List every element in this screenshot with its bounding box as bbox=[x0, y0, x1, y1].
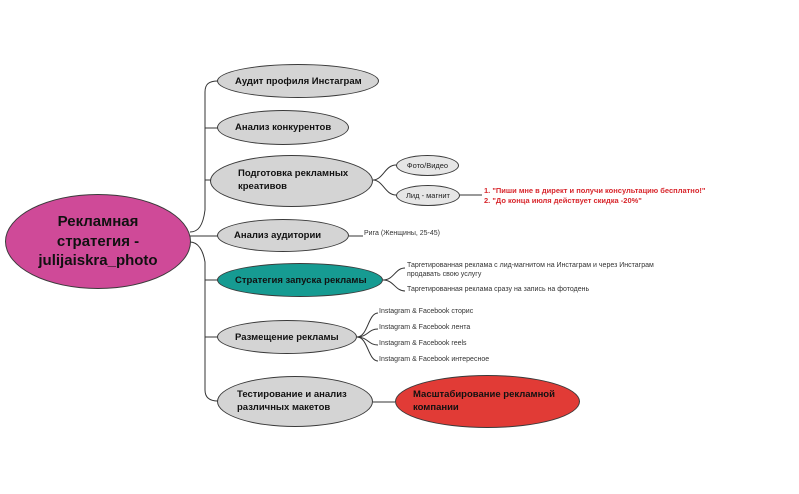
branch-creatives-line-1: Подготовка рекламных bbox=[238, 168, 349, 180]
strategy-leaf-1-line-1: Таргетированная реклама с лид-магнитом н… bbox=[407, 262, 654, 269]
branch-testing-line-2: различных макетов bbox=[237, 401, 331, 413]
branch-strategy[interactable]: Стратегия запуска рекламы bbox=[217, 263, 383, 297]
branch-testing[interactable]: Тестирование и анализ различных макетов bbox=[217, 376, 373, 427]
strategy-leaf-1-line-2: продавать свою услугу bbox=[407, 270, 482, 278]
strategy-leaf-1: Таргетированная реклама с лид-магнитом н… bbox=[407, 262, 654, 280]
branch-creatives[interactable]: Подготовка рекламных креативов bbox=[210, 155, 373, 207]
node-lead-magnet-label: Лид - магнит bbox=[406, 191, 450, 200]
branch-audience[interactable]: Анализ аудитории bbox=[217, 219, 349, 252]
branch-audience-label: Анализ аудитории bbox=[234, 230, 322, 241]
branch-audit-label: Аудит профиля Инстаграм bbox=[235, 75, 362, 87]
node-lead-magnet[interactable]: Лид - магнит bbox=[396, 185, 460, 206]
branch-competitors[interactable]: Анализ конкурентов bbox=[217, 110, 349, 145]
branch-strategy-label: Стратегия запуска рекламы bbox=[235, 274, 367, 286]
branch-audit[interactable]: Аудит профиля Инстаграм bbox=[217, 64, 379, 98]
placement-leaf-reels: Instagram & Facebook reels bbox=[379, 340, 467, 347]
node-photo-video[interactable]: Фото/Видео bbox=[396, 155, 459, 176]
branch-placement-label: Размещение рекламы bbox=[235, 331, 339, 343]
lead-magnet-note-2: 2. "До конца июля действует скидка -20%" bbox=[484, 196, 642, 206]
node-scaling[interactable]: Масштабирование рекламной компании bbox=[395, 375, 580, 428]
strategy-leaf-2: Таргетированная реклама сразу на запись … bbox=[407, 286, 590, 293]
lead-magnet-note-1: 1. "Пиши мне в директ и получи консульта… bbox=[484, 186, 706, 195]
placement-leaf-feed: Instagram & Facebook лента bbox=[379, 324, 471, 331]
branch-creatives-line-2: креативов bbox=[238, 181, 287, 192]
branch-placement[interactable]: Размещение рекламы bbox=[217, 320, 357, 354]
audience-leaf: Рига (Женщины, 25-45) bbox=[364, 230, 440, 237]
root-title-line-1: Рекламная bbox=[57, 213, 139, 231]
root-node[interactable]: Рекламная стратегия - julijaiskra_photo bbox=[5, 194, 191, 289]
node-photo-video-label: Фото/Видео bbox=[406, 161, 449, 170]
lead-magnet-notes: 1. "Пиши мне в директ и получи консульта… bbox=[484, 186, 705, 206]
root-title-line-2: стратегия - bbox=[56, 232, 140, 250]
placement-leaf-stories: Instagram & Facebook сторис bbox=[379, 308, 474, 315]
placement-leaf-explore: Instagram & Facebook интересное bbox=[379, 356, 490, 363]
node-scaling-line-2: компании bbox=[413, 401, 459, 413]
root-title-line-3: julijaiskra_photo bbox=[38, 252, 158, 270]
node-scaling-line-1: Масштабирование рекламной bbox=[413, 389, 555, 401]
branch-testing-line-1: Тестирование и анализ bbox=[237, 388, 347, 400]
branch-competitors-label: Анализ конкурентов bbox=[235, 122, 332, 133]
